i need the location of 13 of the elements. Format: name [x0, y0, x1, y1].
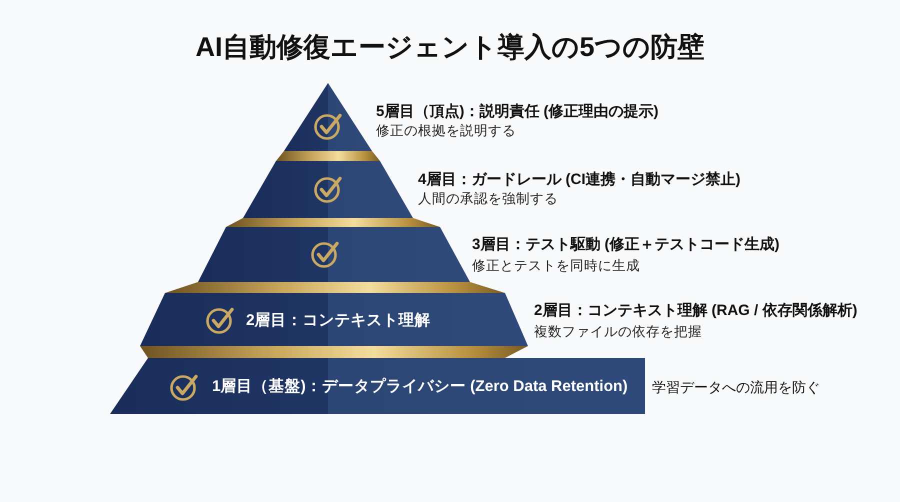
- title: AI自動修復エージェント導入の5つの防壁: [195, 31, 705, 64]
- layer-description: 修正とテストを同時に生成: [472, 258, 640, 274]
- layer-label: 1層目（基盤)：データプライバシー (Zero Data Retention): [212, 378, 628, 396]
- pyramid-layer: [110, 358, 645, 414]
- layer-description: 人間の承認を強制する: [418, 190, 558, 208]
- layer-heading: 3層目：テスト駆動 (修正＋テストコード生成): [472, 236, 780, 254]
- layer-description: 学習データへの流用を防ぐ: [652, 378, 820, 396]
- layer-heading: 4層目：ガードレール (CI連携・自動マージ禁止): [418, 171, 740, 189]
- layer-description: 修正の根拠を説明する: [376, 122, 516, 140]
- layer-description: 複数ファイルの依存を把握: [534, 324, 702, 340]
- layer-label: 2層目：コンテキスト理解: [246, 312, 431, 330]
- layer-heading: 5層目（頂点)：説明責任 (修正理由の提示): [376, 103, 658, 121]
- layer-heading: 2層目：コンテキスト理解 (RAG / 依存関係解析): [534, 302, 858, 320]
